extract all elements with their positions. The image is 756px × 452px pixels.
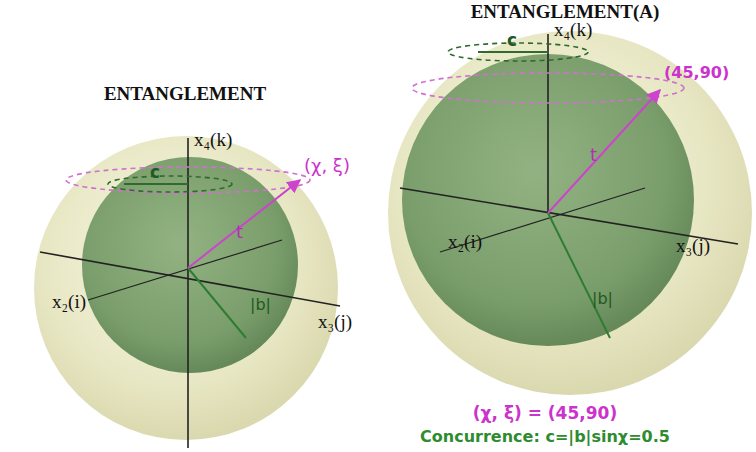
axis-label: x₄(k) (554, 20, 592, 41)
concurrence-circle (448, 43, 588, 61)
b-radius (188, 268, 246, 338)
latitude-circle (412, 73, 684, 103)
c-segment (478, 51, 548, 53)
axis-label: x₂(i) (52, 292, 86, 313)
concurrence-circle (108, 176, 232, 192)
state-vector (548, 90, 660, 213)
axis-label: x₃(j) (676, 236, 710, 257)
angle-label: (45,90) (664, 64, 729, 82)
title: ENTANGLEMENT (104, 84, 266, 105)
symbol-label: t (236, 222, 243, 242)
axis-label: x₄(k) (194, 130, 232, 151)
latitude-circle (66, 167, 310, 193)
symbol-label: |b| (592, 290, 613, 308)
symbol-label: |b| (250, 296, 271, 314)
axis-x2 (440, 188, 645, 252)
symbol-label: t (590, 145, 597, 165)
axis-x2 (88, 240, 282, 300)
concurrence-note: Concurrence: c=|b|sinχ=0.5 (420, 428, 670, 446)
c-segment (124, 183, 188, 185)
outer-sphere (34, 136, 338, 440)
symbol-label: c (507, 31, 517, 50)
axis-x4 (547, 34, 549, 213)
outer-sphere (388, 31, 752, 395)
axis-label: x₂(i) (448, 232, 482, 253)
angle-label: (χ, ξ) (304, 156, 350, 176)
state-vector (188, 180, 300, 268)
symbol-label: c (150, 163, 160, 182)
axis-label: x₃(j) (318, 312, 352, 333)
b-radius (548, 213, 610, 338)
parameter-caption: (χ, ξ) = (45,90) (473, 404, 617, 423)
